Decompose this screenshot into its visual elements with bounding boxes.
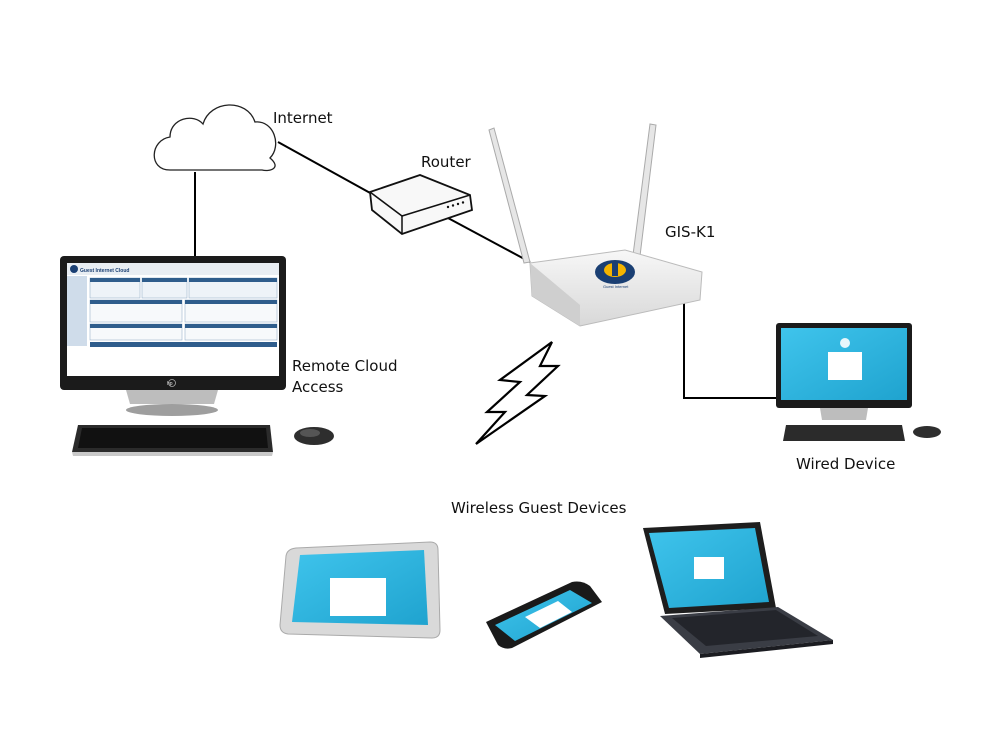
keyboard-icon [72,425,273,456]
connection-lines [194,141,780,399]
label-wired-device: Wired Device [796,455,896,473]
monitor-icon [776,323,941,441]
link-cloud-to-router [277,141,373,195]
cloud-icon [153,104,277,172]
dashboard-title: Guest Internet Cloud [80,268,129,274]
mouse-icon [294,427,334,445]
desktop-computer-icon [60,256,286,416]
laptop-icon [643,522,833,658]
label-remote-cloud-access: Remote Cloud Access [292,357,398,396]
gis-logo-text: Guest Internet [603,284,629,289]
wireless-signal-icon [475,341,561,445]
wifi-access-point-icon [488,123,703,327]
desktop-monitor-brand: hp [167,381,173,387]
label-router: Router [421,153,471,171]
label-wireless-guest-devices: Wireless Guest Devices [451,499,627,517]
smartphone-icon [486,581,602,649]
label-gis-k1: GIS-K1 [665,223,716,241]
tablet-icon [279,541,441,639]
link-ap-to-wired-device [683,303,780,399]
link-router-to-ap [447,217,531,263]
router-icon [369,174,473,236]
label-internet: Internet [273,109,333,127]
